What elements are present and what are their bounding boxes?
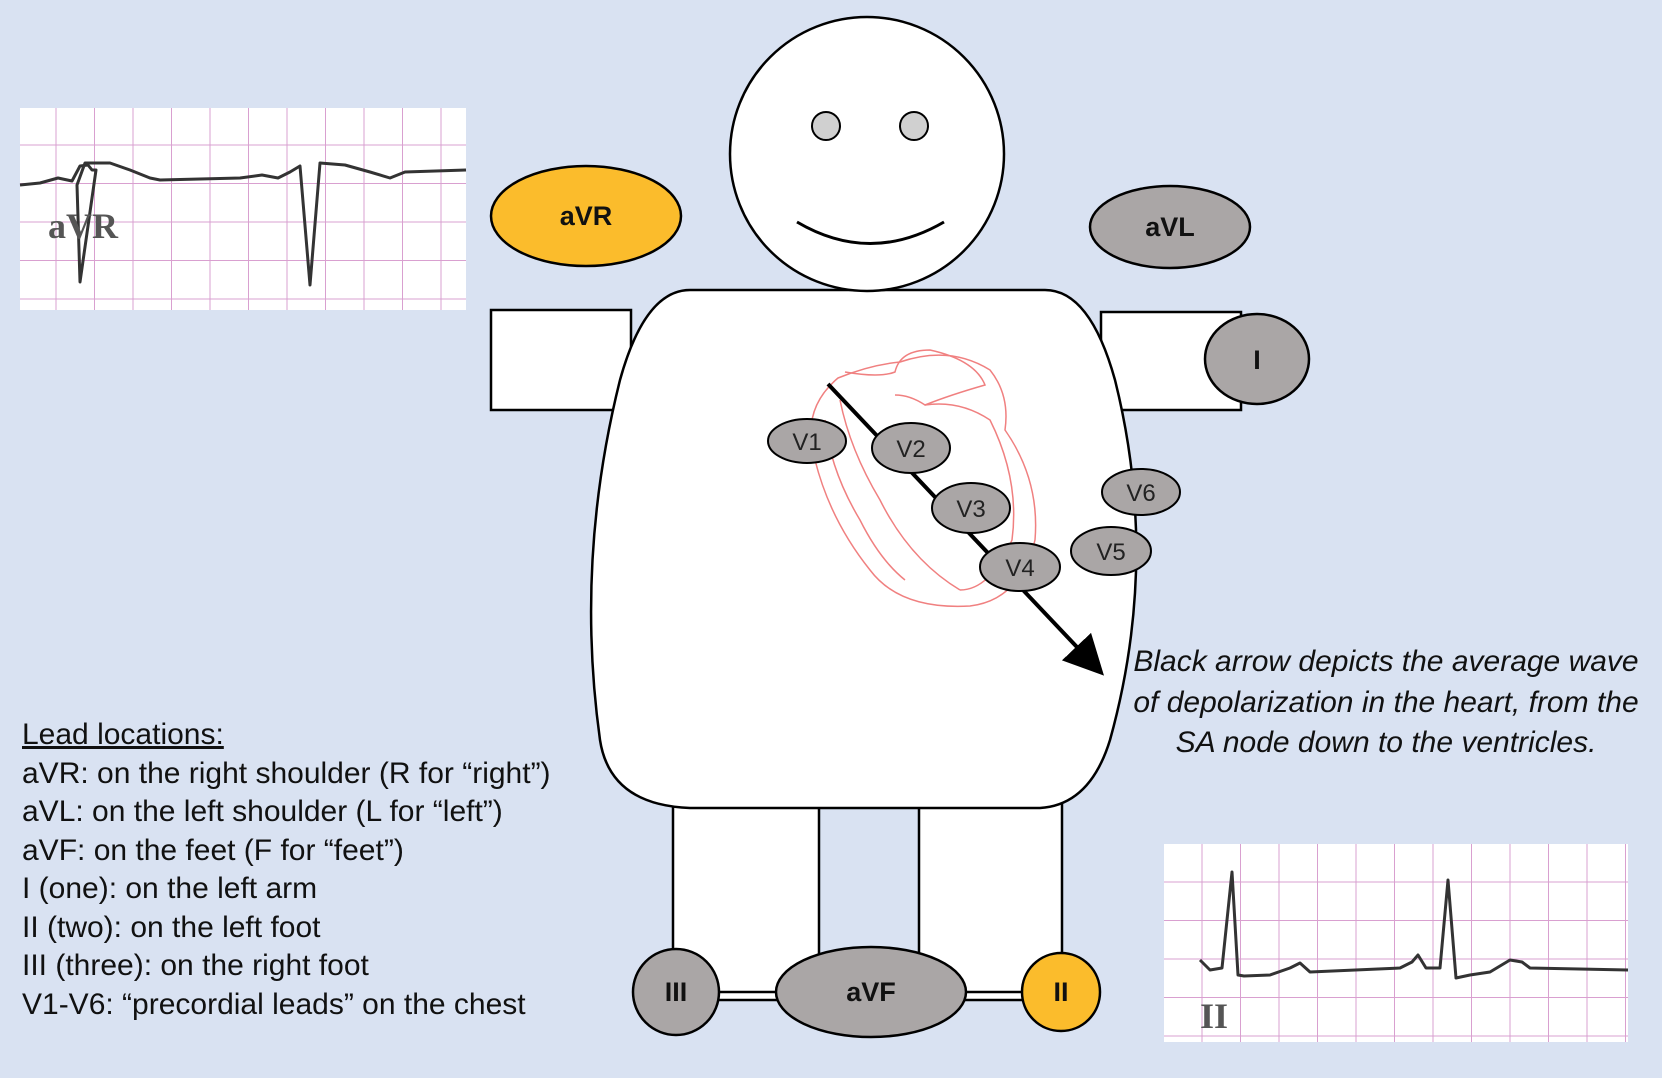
lead-v3: V3 (931, 482, 1011, 534)
lead-iii-label: III (665, 977, 688, 1007)
legend-item: aVF: on the feet (F for “feet”) (22, 833, 404, 867)
avr-ecg-strip: aVR (19, 108, 467, 310)
lead-avl-label: aVL (1145, 212, 1195, 242)
lead-ii-label: II (1053, 977, 1068, 1007)
svg-text:V4: V4 (1005, 555, 1034, 582)
legend-item: III (three): on the right foot (22, 949, 369, 982)
svg-text:V5: V5 (1096, 539, 1125, 566)
lead-v6: V6 (1101, 468, 1181, 516)
legend-item: I (one): on the left arm (22, 872, 318, 905)
right-eye (811, 111, 841, 141)
lead-v4: V4 (979, 542, 1061, 592)
lead-avf-label: aVF (846, 977, 896, 1007)
body-torso (589, 288, 1138, 810)
lead-avl: aVL (1088, 184, 1252, 270)
lead-ii: II (1020, 951, 1102, 1033)
lead-i: I (1203, 312, 1311, 406)
legend-item: aVL: on the left shoulder (L for “left”) (22, 795, 503, 828)
ii-strip-label: II (1200, 996, 1228, 1036)
lead-iii: III (631, 947, 721, 1037)
legend-item: aVR: on the right shoulder (R for “right… (22, 756, 551, 790)
lead-locations-legend: Lead locations: aVR: on the right should… (22, 716, 551, 1024)
right-arm (489, 308, 633, 412)
svg-text:V2: V2 (896, 436, 925, 463)
lead-avr-label: aVR (560, 201, 613, 231)
ii-ecg-strip: II (1164, 844, 1629, 1042)
svg-text:V3: V3 (956, 496, 985, 523)
avr-ecg-trace (19, 161, 467, 287)
arrow-caption: Black arrow depicts the average wave of … (1133, 645, 1639, 759)
legend-title: Lead locations: (22, 718, 224, 751)
lead-avr: aVR (489, 164, 683, 268)
head (728, 15, 1006, 293)
lead-v5: V5 (1070, 526, 1152, 576)
left-eye (899, 111, 929, 141)
smile (796, 220, 945, 245)
svg-text:V1: V1 (792, 429, 821, 456)
lead-avf: aVF (774, 945, 968, 1039)
lead-i-label: I (1253, 345, 1261, 375)
ii-ecg-trace (1198, 870, 1629, 980)
lead-v1: V1 (767, 418, 847, 464)
lead-v2: V2 (871, 422, 951, 474)
svg-text:V6: V6 (1126, 480, 1155, 507)
legend-item: II (two): on the left foot (22, 910, 321, 944)
avr-strip-label: aVR (48, 206, 119, 246)
legend-item: V1-V6: “precordial leads” on the chest (22, 987, 526, 1021)
